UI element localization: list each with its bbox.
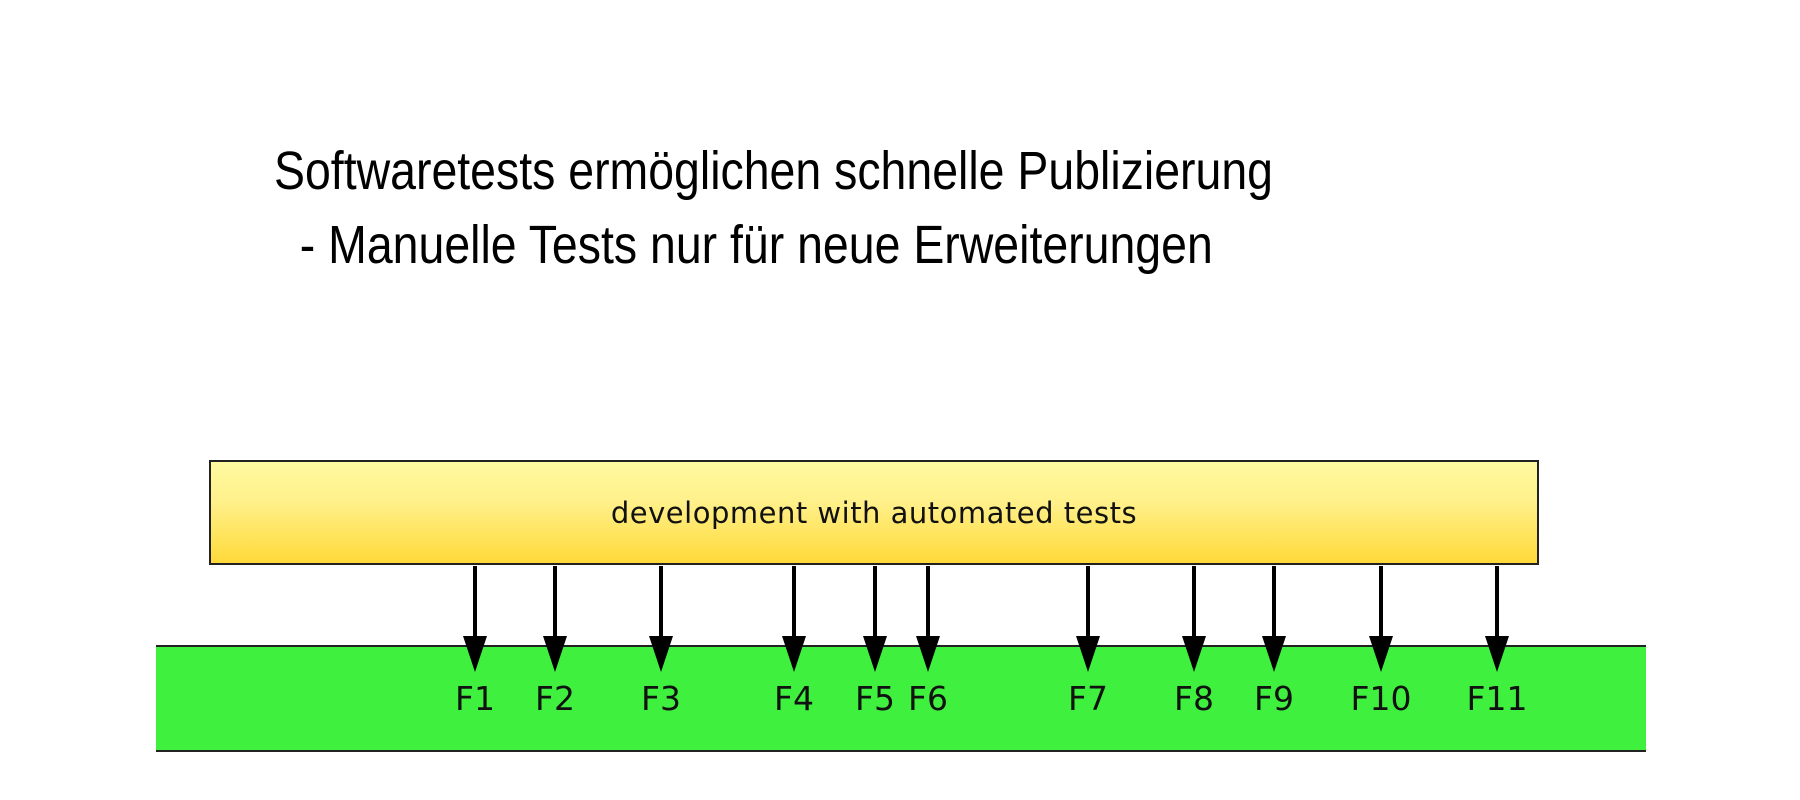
development-box: development with automated tests [209,460,1539,565]
release-band [156,645,1646,752]
slide-title: Softwaretests ermöglichen schnelle Publi… [274,134,1436,282]
feature-label: F10 [1350,679,1412,718]
feature-label: F3 [641,679,681,718]
feature-label: F5 [855,679,895,718]
feature-label: F6 [908,679,948,718]
feature-label: F1 [455,679,495,718]
title-line-1: Softwaretests ermöglichen schnelle Publi… [274,141,1273,201]
feature-label: F11 [1466,679,1528,718]
title-line-2: - Manuelle Tests nur für neue Erweiterun… [274,215,1213,275]
feature-label: F7 [1068,679,1108,718]
feature-label: F4 [774,679,814,718]
feature-label: F9 [1254,679,1294,718]
feature-label: F2 [535,679,575,718]
feature-label: F8 [1174,679,1214,718]
development-label: development with automated tests [610,495,1138,530]
